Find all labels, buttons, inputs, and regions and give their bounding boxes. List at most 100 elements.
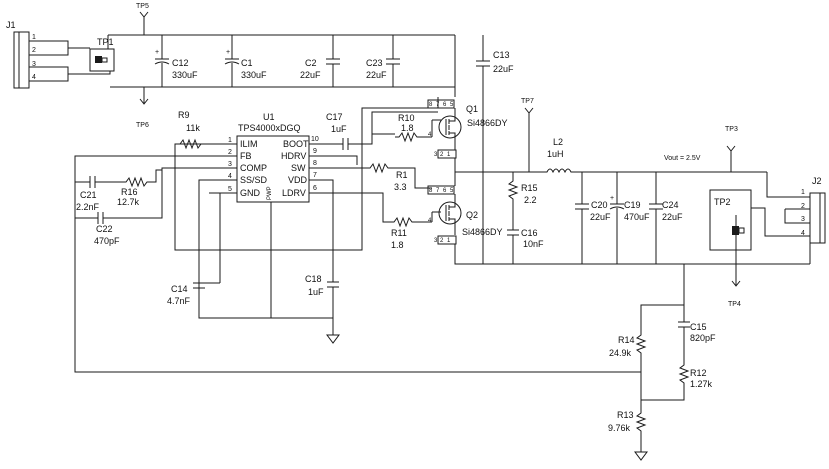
testpoint-tp6: TP6 [136,87,149,129]
q1-pin8: 8 [429,102,433,108]
ss-ground-wire [198,179,333,319]
q2-pin5: 5 [450,188,454,194]
capacitor-c23: C23 22uF [366,35,400,87]
connector-j1: J1 1 2 3 4 [6,20,69,89]
j2-pin-4: 4 [801,230,805,237]
testpoint-tp4: TP4 [728,264,741,308]
mosfet-q2: 8 7 6 5 4 3 2 1 Q2 Si4866DY [427,185,503,245]
capacitor-c24: C24 22uF [649,172,683,264]
capacitor-c19: + C19 470uF [609,172,650,264]
u1-right-pins: 10 9 8 7 6 BOOT HDRV SW VDD LDRV [281,136,330,198]
u1-pin10-name: BOOT [283,139,309,149]
r12-value: 1.27k [690,379,713,389]
u1-pin10-num: 10 [311,136,319,143]
tp1-body [89,48,115,72]
q1-top-pins [427,99,455,109]
q1-pin7: 7 [436,102,440,108]
c17-symbol [342,133,395,150]
capacitor-c13: C13 22uF [476,35,514,264]
u1-pin5-num: 5 [228,186,232,193]
c12-ref: C12 [172,58,189,68]
c12-symbol [154,35,170,87]
u1-pin4-num: 4 [228,173,232,180]
j2-pin-2: 2 [801,203,805,210]
resistor-r11: R11 1.8 [330,192,432,250]
r15-ref: R15 [521,183,538,193]
q1-gate-pin: 4 [428,132,432,138]
capacitor-c2: C2 22uF [300,35,340,87]
j2-body-inner [819,192,826,244]
fb-feedback-wire [74,155,641,373]
gnd-pin-wire [209,192,221,283]
c13-value: 22uF [493,64,514,74]
tp6-symbol [139,87,149,105]
j2-body [809,192,826,244]
u1-pin1-num: 1 [228,137,232,144]
r11-ref: R11 [391,228,407,238]
testpoint-tp1: TP1 [89,37,115,72]
tp5-symbol [139,11,149,35]
resistor-r12: R12 1.27k [641,360,713,401]
ground-symbol-feedback [634,451,648,461]
c24-symbol [649,172,663,264]
tp2-tab [738,227,745,234]
resistor-r15: R15 2.2 [507,172,538,230]
resistor-r10: R10 1.8 [330,113,432,165]
tp4-label: TP4 [728,301,741,308]
c15-symbol [678,305,690,360]
r16-ref: R16 [121,187,138,197]
q2-part: Si4866DY [462,227,503,237]
c17-value: 1uF [331,124,347,134]
r9-value: 11k [186,123,200,133]
ground-symbol-u1 [326,318,340,344]
q2-pin6: 6 [443,188,447,194]
j2-gnd-wire [751,207,811,264]
mosfet-q1: 8 7 6 5 4 3 2 1 Q1 Si4866DY [427,99,508,159]
c20-value: 22uF [590,212,611,222]
u1-pwp: PWP [267,186,273,200]
q1-pin5: 5 [450,102,454,108]
q2-channel [432,194,456,235]
capacitor-c17: C17 1uF [326,112,395,150]
c22-ref: C22 [96,224,113,234]
capacitor-c18: C18 1uF [305,274,339,318]
r15-symbol [507,172,519,230]
c17-ref: C17 [326,112,343,122]
c1-plus: + [226,49,230,56]
r14-ref: R14 [618,335,635,345]
r15-value: 2.2 [524,195,537,205]
l2-symbol [530,168,767,174]
q1-pin1: 1 [447,152,451,158]
tp2-label: TP2 [714,197,731,207]
c22-value: 470pF [94,236,120,246]
q2-pin7: 7 [436,188,440,194]
u1-pin5-name: GND [240,188,261,198]
c18-ref: C18 [305,274,322,284]
tp3-symbol [726,145,736,172]
j2-vout-wire [766,172,810,198]
c23-ref: C23 [366,58,383,68]
c1-value: 330uF [241,70,267,80]
c21-value: 2.2nF [76,202,100,212]
u1-pin3-num: 3 [228,161,232,168]
resistor-r13: R13 9.76k [608,400,647,452]
c15-ref: C15 [690,322,707,332]
capacitor-c22: C22 470pF [75,208,163,246]
r9-symbol [175,138,209,150]
c12-value: 330uF [172,70,198,80]
q1-body [438,115,462,139]
tp2-contact [732,226,739,235]
c12-plus: + [155,49,159,56]
c13-symbol [476,35,490,264]
r13-symbol [635,400,647,452]
q1-bottom-pins [437,149,457,159]
q1-pin6: 6 [443,102,447,108]
u1-pin9-name: HDRV [281,151,306,161]
wire-j1-gnd [68,71,111,75]
q2-bottom-pins [437,235,457,245]
vout-label: Vout = 2.5V [664,155,701,162]
r16-symbol [104,169,162,188]
c19-symbol [609,172,625,264]
c24-ref: C24 [662,200,679,210]
c2-value: 22uF [300,70,321,80]
